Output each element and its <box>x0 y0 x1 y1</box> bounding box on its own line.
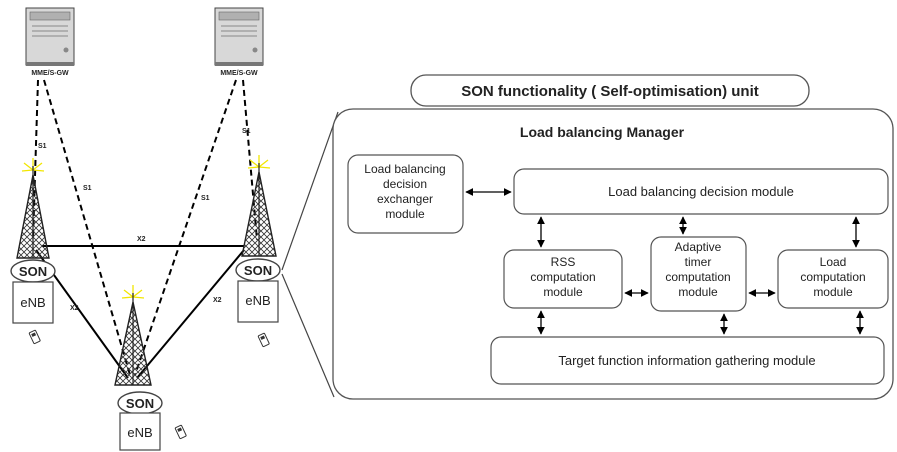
server-left <box>25 7 75 66</box>
load-line-1: Load <box>820 255 847 269</box>
tower-right <box>241 155 277 257</box>
target-module-box <box>490 336 885 385</box>
module-arrows <box>465 188 864 335</box>
x2-label-left: X2 <box>70 305 79 312</box>
rss-line-3: module <box>543 285 583 299</box>
timer-line-1: Adaptive <box>675 240 722 254</box>
son-unit-title: SON functionality ( Self-optimisation) u… <box>461 83 759 100</box>
server-right <box>214 7 264 66</box>
rss-line-2: computation <box>530 270 595 284</box>
decision-module-box <box>513 168 889 215</box>
target-module-label: Target function information gathering mo… <box>558 353 815 368</box>
phone-icon <box>28 329 41 345</box>
exchanger-module-box <box>347 154 464 234</box>
tower-left <box>16 158 50 259</box>
enb-label-left: eNB <box>20 295 45 310</box>
load-line-2: computation <box>800 270 865 284</box>
son-label-bottom: SON <box>126 396 154 411</box>
s1-label-1: S1 <box>38 143 47 150</box>
rss-line-1: RSS <box>551 255 576 269</box>
enb-box-bottom <box>119 412 161 451</box>
s1-label-2: S1 <box>83 185 92 192</box>
timer-line-2: timer <box>685 255 712 269</box>
enb-box-right <box>237 280 279 323</box>
enb-label-bottom: eNB <box>127 425 152 440</box>
exchanger-line-3: exchanger <box>377 192 433 206</box>
exchanger-line-4: module <box>385 207 425 221</box>
timer-line-3: computation <box>665 270 730 284</box>
enb-label-right: eNB <box>245 293 270 308</box>
manager-title: Load balancing Manager <box>520 124 685 140</box>
exchanger-line-1: Load balancing <box>364 162 445 176</box>
s1-label-3: S1 <box>201 195 210 202</box>
enb-box-left <box>12 281 54 324</box>
decision-module-label: Load balancing decision module <box>608 184 794 199</box>
exchanger-line-2: decision <box>383 177 427 191</box>
s1-label-4: S1 <box>242 128 251 135</box>
timer-line-4: module <box>678 285 718 299</box>
son-label-left: SON <box>19 264 47 279</box>
load-module-box <box>777 249 889 309</box>
son-unit-title-box <box>410 74 810 107</box>
phone-icon <box>257 332 270 348</box>
x2-label-top: X2 <box>137 236 146 243</box>
zoom-connectors <box>281 111 339 398</box>
s1-links <box>32 79 258 376</box>
server-right-label: MME/S-GW <box>220 70 258 77</box>
load-line-3: module <box>813 285 853 299</box>
timer-module-box <box>650 236 747 312</box>
phone-icon <box>174 424 187 440</box>
rss-module-box <box>503 249 623 309</box>
x2-label-right: X2 <box>213 297 222 304</box>
server-left-label: MME/S-GW <box>31 70 69 77</box>
tower-bottom <box>114 285 152 386</box>
son-label-right: SON <box>244 263 272 278</box>
